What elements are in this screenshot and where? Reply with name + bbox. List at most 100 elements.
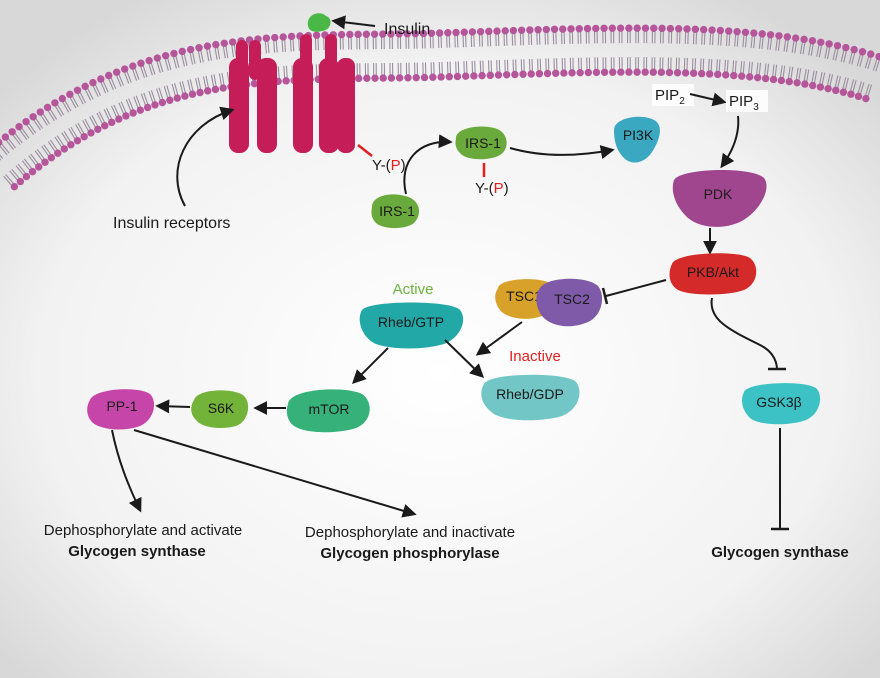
mtor-label: mTOR (309, 401, 350, 417)
lipid-head (691, 25, 700, 33)
irs1-activation-arrow (403, 134, 453, 195)
lipid-head (600, 24, 608, 32)
lipid-head (609, 68, 617, 76)
lipid-head (722, 71, 730, 79)
lipid-head (282, 77, 290, 85)
lipid-head (625, 68, 633, 76)
lipid-head (858, 48, 867, 56)
lipid-head (675, 25, 683, 33)
lipid-head (758, 30, 766, 38)
lipid-head (568, 69, 576, 77)
receptor-arrow (176, 106, 235, 207)
lipid-head (363, 74, 371, 82)
lipid-head (437, 73, 445, 81)
lipid-head (493, 27, 501, 35)
lipid-head (81, 82, 89, 91)
lipid-head (22, 172, 31, 181)
lipid-head (550, 25, 559, 33)
lipid-head (15, 122, 23, 131)
lipid-head (697, 69, 706, 78)
glycogen-synthase-right-label: Glycogen synthase (711, 544, 849, 561)
lipid-head (824, 84, 832, 93)
lipid-head (354, 30, 362, 39)
receptor-left (229, 40, 277, 153)
lipid-head (725, 27, 733, 35)
lipid-head (287, 32, 296, 41)
lipid-head (87, 129, 95, 137)
lipid-head (181, 92, 189, 100)
lipid-head (665, 68, 674, 77)
lipid-head (542, 25, 551, 34)
tsc2-node (536, 278, 603, 327)
lipid-head (501, 27, 509, 35)
glycogen-synthase-left-label: Glycogen synthase (68, 543, 206, 560)
active-label: Active (393, 281, 434, 298)
lipid-head (43, 103, 52, 112)
lipid-head (151, 101, 159, 109)
lipid-head (875, 52, 880, 61)
s6k-label: S6K (208, 400, 235, 416)
lipid-head (136, 106, 145, 114)
lipid-head (783, 33, 792, 41)
insulin-arrow (331, 15, 376, 30)
lipid-head (219, 84, 227, 92)
lipid-head (94, 125, 102, 133)
lipid-head (379, 74, 387, 82)
rheb-gtp-node (359, 302, 464, 349)
lipid-head (445, 73, 453, 81)
lipid-head (681, 69, 690, 77)
lipid-head (429, 73, 437, 81)
lipid-head (509, 26, 518, 35)
lipid-head (271, 33, 279, 42)
lipid-head (832, 86, 840, 95)
pp1-label: PP-1 (106, 398, 137, 414)
lipid-head (706, 70, 714, 78)
lipid-head (847, 90, 855, 98)
lipid-head (403, 30, 411, 38)
lipid-head (485, 27, 493, 36)
lipid-head (395, 74, 404, 82)
tsc2-label: TSC2 (554, 291, 590, 307)
lipid-head (122, 112, 130, 120)
rheb-gdp-node (481, 374, 580, 421)
lipid-head (552, 69, 560, 77)
pip3-label: PIP3 (729, 93, 759, 113)
lipid-head (101, 122, 109, 130)
lipid-head (10, 182, 19, 191)
lipid-head (608, 24, 617, 32)
pp1-to-gp-arrow (133, 429, 417, 518)
lipid-head (0, 138, 3, 146)
lipid-head (204, 87, 212, 95)
lipid-head (801, 80, 809, 88)
lipid-head (419, 29, 428, 38)
lipid-head (158, 98, 167, 107)
lipid-head (625, 24, 633, 32)
rhebgtp-to-rhebgdp-arrow (444, 339, 485, 378)
lipid-head (517, 26, 526, 34)
lipid-head (470, 72, 478, 80)
lipid-head (741, 28, 750, 37)
lipid-head (791, 34, 800, 42)
irs1-to-pi3k-arrow (509, 145, 615, 159)
lipid-head (54, 149, 62, 157)
lipid-head (689, 69, 698, 77)
lipid-head (412, 73, 420, 82)
pip3-to-pdk-arrow (720, 115, 740, 169)
lipid-head (494, 71, 503, 79)
lipid-head (29, 113, 37, 121)
lipid-head (420, 73, 429, 82)
s6k-to-pp1-arrow (155, 399, 191, 414)
lipid-head (785, 77, 793, 86)
lipid-head (641, 68, 649, 76)
lipid-head (115, 115, 123, 123)
lipid-head (649, 68, 657, 76)
glycogen-phosphorylase-label: Glycogen phosphorylase (320, 545, 499, 562)
irs1-membrane-label: IRS-1 (379, 203, 415, 219)
lipid-head (453, 72, 462, 81)
rheb-gdp-label: Rheb/GDP (496, 386, 564, 402)
lipid-head (800, 35, 808, 44)
lipid-head (683, 25, 691, 33)
lipid-head (379, 30, 387, 38)
lipid-head (746, 73, 754, 81)
lipid-head (196, 88, 204, 97)
